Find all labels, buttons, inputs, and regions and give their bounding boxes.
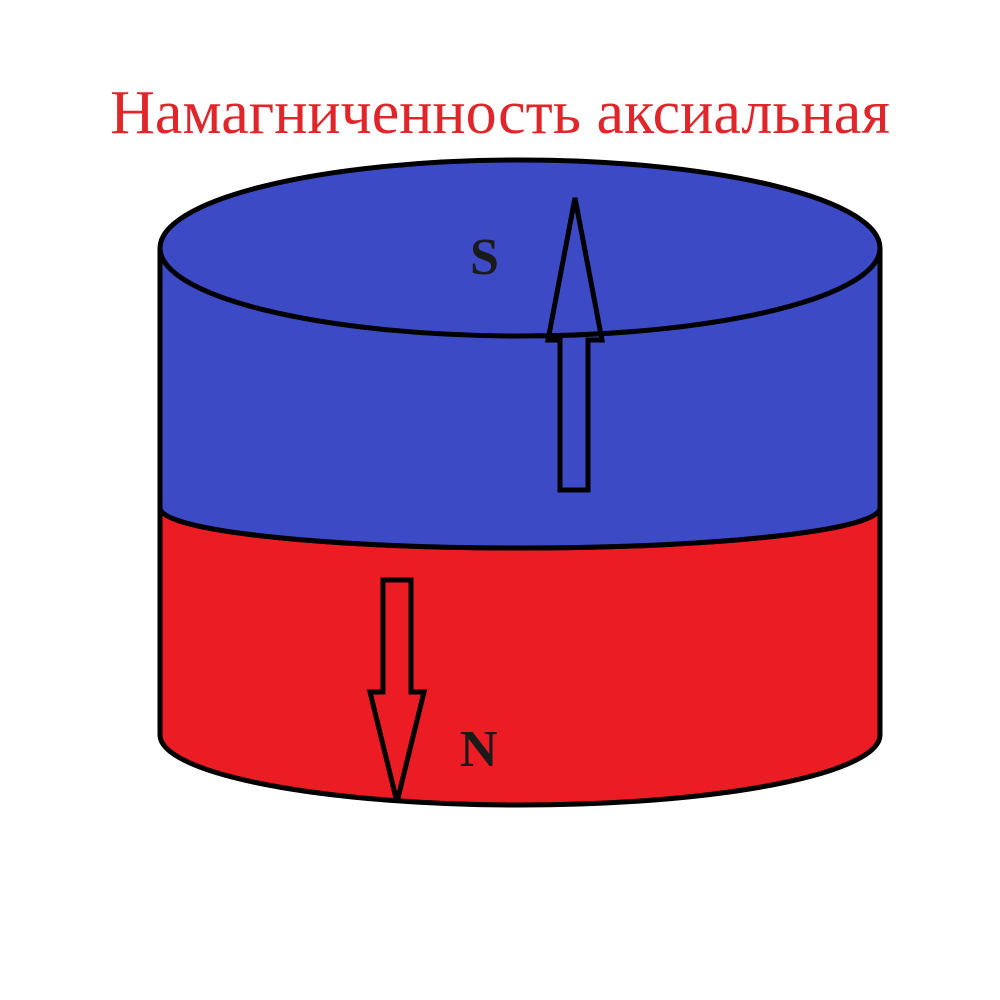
south-pole-label: S [470,229,499,286]
diagram-title: Намагниченность аксиальная [110,79,890,147]
magnet-top-face [157,157,883,339]
north-pole-body [157,505,883,808]
north-pole-label: N [460,721,498,778]
arrow-up-icon [544,197,606,493]
arrow-down-icon [366,577,428,803]
